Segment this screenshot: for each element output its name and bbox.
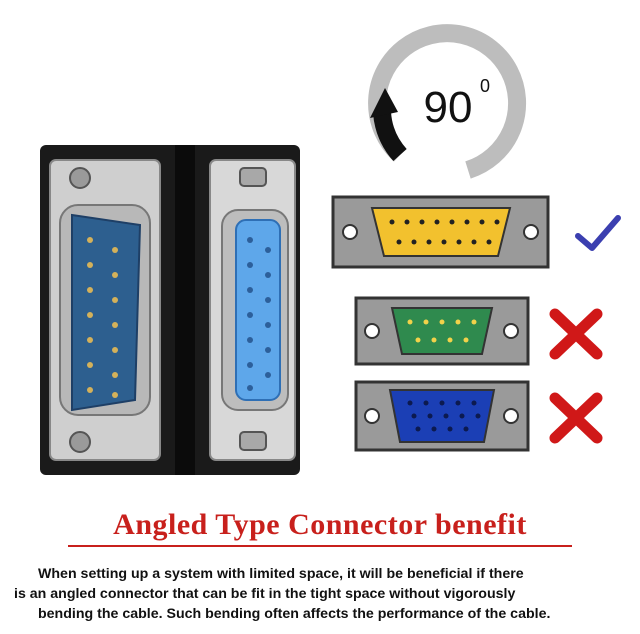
connector-db15	[331, 195, 550, 269]
page-title: Angled Type Connector benefit	[113, 508, 527, 541]
angled-adapter	[40, 145, 300, 475]
title-underline	[68, 545, 572, 547]
male-connector-insert	[71, 213, 142, 412]
rotation-unit: 0	[480, 76, 490, 96]
screw-icon	[69, 167, 91, 189]
female-connector-insert	[235, 219, 281, 401]
description-line: When setting up a system with limited sp…	[38, 566, 524, 582]
connector-db9	[354, 296, 530, 366]
connector-vga	[354, 380, 530, 452]
screw-icon	[239, 167, 267, 187]
product-illustration: 90 0	[40, 24, 621, 475]
rotation-indicator: 90 0	[368, 24, 530, 180]
screw-icon	[239, 431, 267, 451]
screw-icon	[69, 431, 91, 453]
cross-mark-icon	[549, 392, 603, 444]
description-line: is an angled connector that can be fit i…	[14, 586, 516, 602]
check-mark-icon	[575, 215, 621, 251]
cross-mark-icon	[549, 308, 603, 360]
description: When setting up a system with limited sp…	[14, 564, 626, 624]
rotate-arrow-icon	[370, 88, 398, 118]
rotation-value: 90	[424, 83, 473, 132]
description-line: bending the cable. Such bending often af…	[38, 606, 551, 622]
